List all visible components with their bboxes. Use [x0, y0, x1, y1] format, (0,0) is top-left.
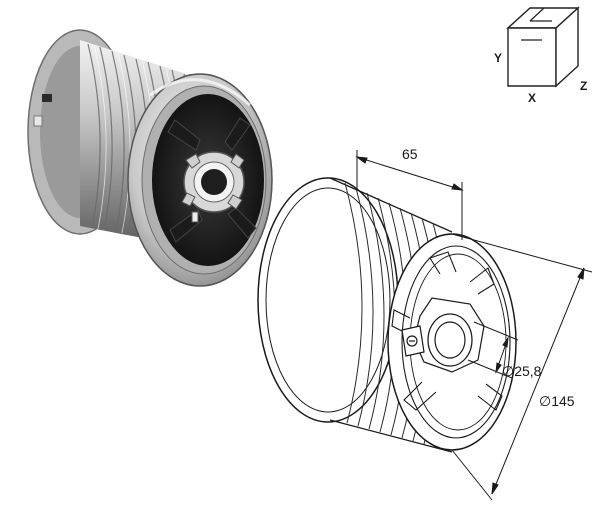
axis-label-z: Z — [580, 79, 587, 93]
hub-photo — [181, 151, 245, 223]
dimension-lines — [355, 150, 593, 501]
drum-line-drawing — [257, 177, 517, 453]
hub-spokes-drawing — [391, 251, 503, 411]
drum-photo — [27, 29, 273, 287]
axis-orientation-cube: Y X Z — [494, 6, 587, 105]
axis-label-x: X — [528, 91, 536, 105]
dimension-bore-diameter-label: ∅25,8 — [502, 363, 542, 379]
hub-drawing — [401, 297, 485, 373]
axis-label-y: Y — [494, 51, 502, 65]
dimension-outer-diameter-label: ∅145 — [539, 393, 575, 409]
dimension-width-label: 65 — [402, 146, 418, 162]
